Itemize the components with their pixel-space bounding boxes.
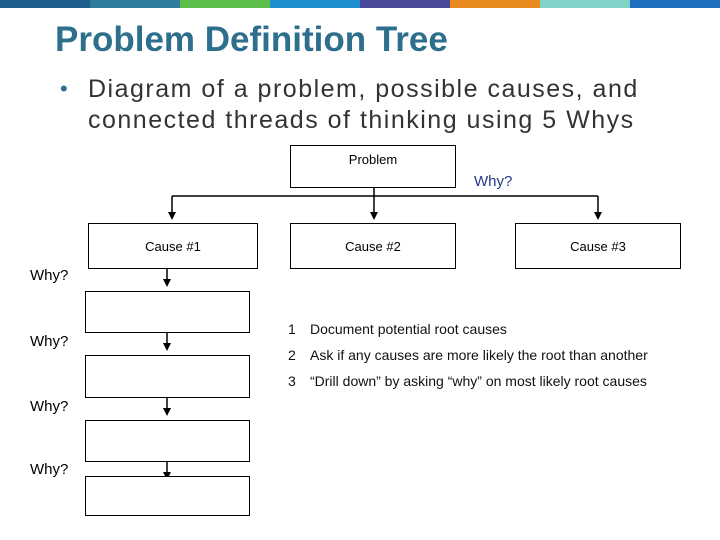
step-item: 2 Ask if any causes are more likely the … [288,346,688,364]
why-label-top: Why? [474,173,513,190]
step-number: 2 [288,347,296,363]
step-number: 3 [288,373,296,389]
cause-label: Cause #1 [145,238,201,254]
why-box-4 [85,476,250,516]
step-item: 1 Document potential root causes [288,320,688,338]
why-label-1: Why? [30,267,69,284]
step-text: Document potential root causes [310,321,507,337]
color-stripe [0,0,90,8]
bullet-text: Diagram of a problem, possible causes, a… [88,75,639,134]
step-number: 1 [288,321,296,337]
problem-box: Problem [290,145,456,188]
top-color-bar [0,0,720,8]
color-stripe [180,0,270,8]
color-stripe [360,0,450,8]
step-item: 3 “Drill down” by asking “why” on most l… [288,372,688,390]
cause-box-3: Cause #3 [515,223,681,269]
why-label-4: Why? [30,461,69,478]
cause-box-2: Cause #2 [290,223,456,269]
why-box-2 [85,355,250,398]
cause-label: Cause #2 [345,238,401,254]
why-box-3 [85,420,250,462]
color-stripe [270,0,360,8]
step-text: “Drill down” by asking “why” on most lik… [310,373,647,389]
bullet-marker: • [60,76,68,101]
cause-box-1: Cause #1 [88,223,258,269]
color-stripe [630,0,720,8]
why-label-3: Why? [30,398,69,415]
why-box-1 [85,291,250,333]
problem-label: Problem [348,152,398,167]
color-stripe [450,0,540,8]
why-label-2: Why? [30,333,69,350]
color-stripe [540,0,630,8]
slide-title: Problem Definition Tree [55,20,448,59]
cause-label: Cause #3 [570,238,626,254]
steps-list: 1 Document potential root causes 2 Ask i… [288,320,688,398]
step-text: Ask if any causes are more likely the ro… [310,347,648,363]
color-stripe [90,0,180,8]
